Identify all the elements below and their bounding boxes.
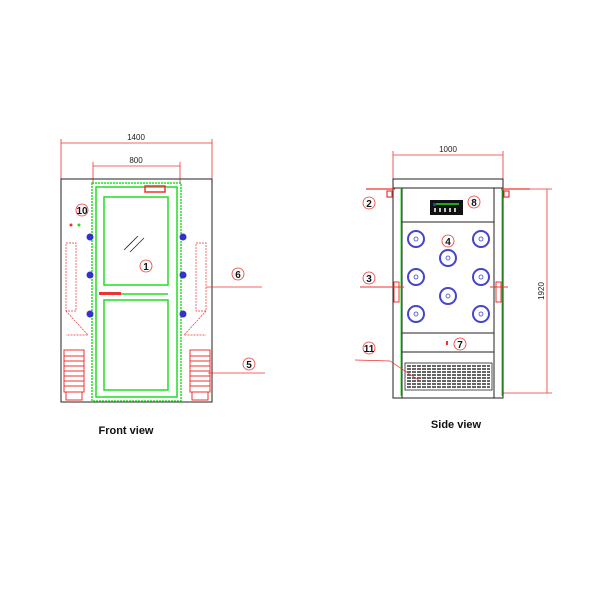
side-handles	[360, 281, 508, 303]
dim-1920: 1920	[537, 282, 546, 300]
glass-mark-icon	[123, 235, 145, 253]
callout-11: 11	[364, 344, 375, 355]
callout-2: 2	[366, 199, 372, 210]
nozzle-icons	[407, 230, 490, 323]
side-body-outline	[392, 178, 504, 399]
side-view: 1000 1920	[354, 145, 552, 431]
callout-3: 3	[366, 274, 372, 285]
door-closers	[366, 188, 530, 198]
side-view-caption: Side view	[431, 419, 482, 431]
dimension-lines-side	[392, 151, 552, 394]
dim-800: 800	[129, 156, 143, 165]
callout-5: 5	[246, 360, 252, 371]
front-body-outline	[60, 178, 213, 403]
indicator-red	[69, 223, 73, 227]
callout-4: 4	[445, 237, 451, 248]
door-edges	[400, 188, 503, 396]
callout-6: 6	[235, 270, 241, 281]
callout-7: 7	[457, 340, 463, 351]
callout-1: 1	[143, 262, 149, 273]
fan-ducts	[65, 242, 207, 336]
hinge-icons	[86, 233, 187, 318]
callout-8: 8	[471, 198, 477, 209]
callout-circles-side	[362, 195, 481, 355]
indicator-light	[446, 341, 448, 345]
leader-lines	[206, 286, 265, 374]
front-view: 1400 800 10	[60, 133, 265, 437]
dim-1000: 1000	[439, 145, 457, 154]
callout-circles	[75, 203, 256, 371]
dim-1400: 1400	[127, 133, 145, 142]
leader-11	[354, 359, 421, 382]
dimension-lines	[60, 139, 213, 184]
door-closer	[144, 185, 166, 193]
indicator-green	[77, 223, 81, 227]
door-handle	[99, 292, 121, 295]
fan-motors	[63, 349, 211, 401]
intake-grille	[404, 362, 493, 391]
callout-10: 10	[76, 206, 88, 217]
control-display	[430, 200, 463, 215]
front-view-caption: Front view	[98, 425, 153, 437]
